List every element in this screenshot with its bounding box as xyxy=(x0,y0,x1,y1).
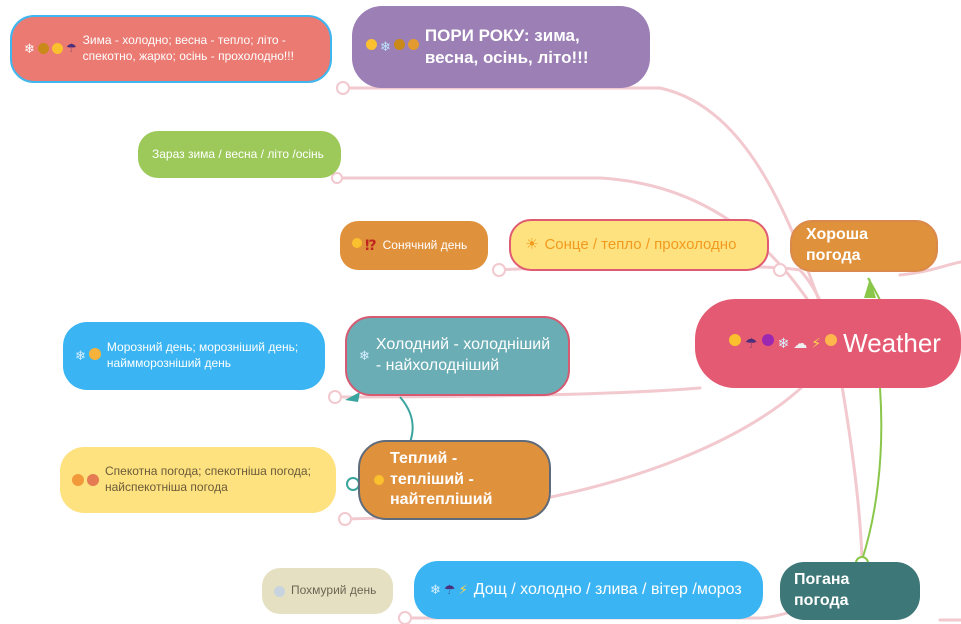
lightning-icon: ⚡ xyxy=(811,335,822,352)
arrowhead-cold xyxy=(345,392,360,402)
node-now[interactable]: Зараз зима / весна / літо /осінь xyxy=(138,131,341,178)
umbrella-icon: ☂ xyxy=(443,581,456,597)
seasons-detail-label: Зима - холодно; весна - тепло; літо - сп… xyxy=(82,33,294,63)
node-cold[interactable]: ❄ Холодний - холодніший - найхолодніший xyxy=(345,316,570,396)
node-cloudy[interactable]: Похмурий день xyxy=(262,568,393,614)
node-bad-weather[interactable]: Погана погода xyxy=(780,562,920,620)
sun-icon xyxy=(366,38,377,50)
snowflake-icon: ❄ xyxy=(777,335,790,352)
sunflower-icon xyxy=(393,38,405,50)
sun-node-icons: ☀ xyxy=(525,235,538,255)
leaf-icon xyxy=(407,38,419,50)
rain-label: Дощ / холодно / злива / вітер /мороз xyxy=(473,580,742,598)
sun-icon xyxy=(51,42,63,54)
handle-good xyxy=(773,263,787,277)
cold-icons: ❄ xyxy=(359,348,370,365)
sun-icon xyxy=(374,475,384,485)
node-rain[interactable]: ❄ ☂ ⚡ Дощ / холодно / злива / вітер /мор… xyxy=(414,561,763,619)
node-sunny-day[interactable]: ⁉ Сонячний день xyxy=(340,221,488,270)
handle-rain xyxy=(398,611,412,624)
cloud-icon xyxy=(274,585,285,597)
handle-warm xyxy=(338,512,352,526)
node-seasons-detail[interactable]: ❄ ☂ Зима - холодно; весна - тепло; літо … xyxy=(10,15,332,83)
frosty-label: Морозний день; морозніший день; наймморо… xyxy=(106,340,299,370)
node-warm[interactable]: Теплий - тепліший - найтепліший xyxy=(358,440,551,520)
cold-label: Холодний - холодніший - найхолодніший xyxy=(375,336,551,374)
snowflake-icon: ❄ xyxy=(24,40,35,56)
arrowhead-good xyxy=(864,278,876,298)
node-good-weather[interactable]: Хороша погода xyxy=(790,220,938,272)
frosty-icons: ❄ xyxy=(75,347,101,365)
sweat-face-icon xyxy=(87,474,99,486)
warm-icons xyxy=(374,475,384,485)
exclamation-question-icon: ⁉ xyxy=(365,237,377,254)
rain-icons: ❄ ☂ ⚡ xyxy=(430,582,468,599)
umbrella-icon: ☂ xyxy=(745,335,758,352)
handle-seasons xyxy=(336,81,350,95)
cyclone-icon xyxy=(761,334,774,347)
node-frosty[interactable]: ❄ Морозний день; морозніший день; найммо… xyxy=(63,322,325,390)
snowflake-icon: ❄ xyxy=(430,581,441,597)
hot-face-icon xyxy=(72,474,84,486)
node-root-weather[interactable]: ☂ ❄ ☁ ⚡ Weather xyxy=(695,299,961,388)
seasons-icons: ❄ xyxy=(366,38,419,56)
node-seasons[interactable]: ❄ ПОРИ РОКУ: зима, весна, осінь, літо!!! xyxy=(352,6,650,88)
handle-sun xyxy=(492,263,506,277)
hot-icons xyxy=(72,474,99,486)
sun-label: Сонце / тепло / прохолодно xyxy=(544,236,737,254)
snowflake-icon: ❄ xyxy=(359,347,370,363)
handle-cold xyxy=(328,390,342,404)
connector-right-edge xyxy=(898,260,961,277)
root-icons: ☂ ❄ ☁ ⚡ xyxy=(729,334,838,352)
sunflower-icon xyxy=(37,42,49,54)
lightning-icon: ⚡ xyxy=(458,581,468,597)
cloudy-label: Похмурий день xyxy=(291,583,377,598)
good-weather-label: Хороша погода xyxy=(806,226,869,264)
face-icon xyxy=(825,334,838,347)
connector-root-bad-green xyxy=(861,387,883,561)
sun-icon xyxy=(352,238,362,249)
snowflake-icon: ❄ xyxy=(75,347,86,363)
now-label: Зараз зима / весна / літо /осінь xyxy=(152,146,324,161)
node-sun[interactable]: ☀ Сонце / тепло / прохолодно xyxy=(509,219,769,271)
sunny-day-label: Сонячний день xyxy=(382,237,468,252)
root-label: Weather xyxy=(843,327,941,358)
hot-label: Спекотна погода; спекотніша погода; найс… xyxy=(105,464,311,494)
cold-face-icon xyxy=(88,347,101,360)
umbrella-icon: ☂ xyxy=(65,40,77,55)
cloudy-icons xyxy=(274,585,285,597)
node-hot[interactable]: Спекотна погода; спекотніша погода; найс… xyxy=(60,447,336,513)
warm-label: Теплий - тепліший - найтепліший xyxy=(390,449,493,509)
sunny-day-icons: ⁉ xyxy=(352,236,377,254)
seasons-label: ПОРИ РОКУ: зима, весна, осінь, літо!!! xyxy=(424,25,589,67)
bad-weather-label: Погана погода xyxy=(794,571,850,609)
seasons-detail-icons: ❄ ☂ xyxy=(24,41,77,58)
connector-root-good-arrow xyxy=(867,277,881,301)
cloud-icon: ☁ xyxy=(793,335,808,352)
handle-now xyxy=(331,172,343,184)
sun-icon xyxy=(729,334,741,347)
sun-icon: ☀ xyxy=(525,236,539,254)
snowflake-icon: ❄ xyxy=(380,38,391,54)
